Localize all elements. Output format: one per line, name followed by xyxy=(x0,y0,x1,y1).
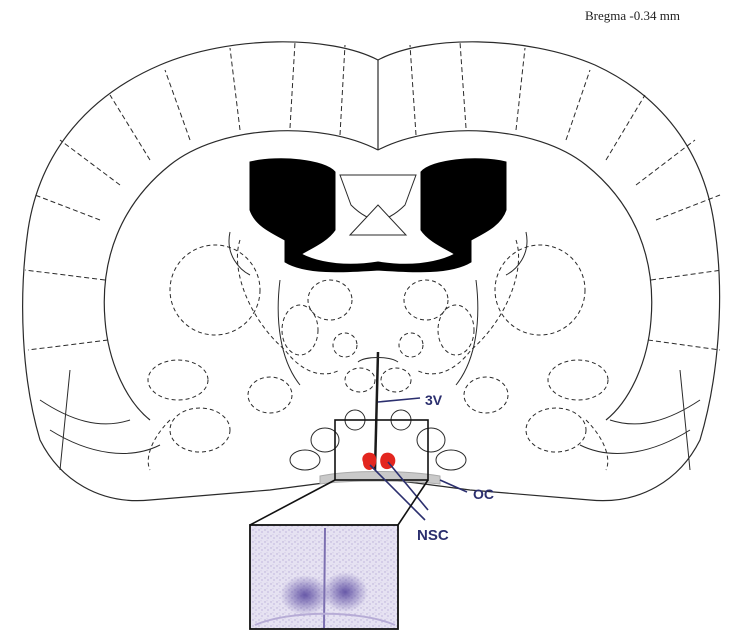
label-3v: 3V xyxy=(425,392,443,408)
optic-chiasm xyxy=(320,472,440,485)
nsc-pointers xyxy=(370,462,428,520)
septum xyxy=(340,175,416,235)
zoom-box xyxy=(335,420,428,480)
label-nsc: NSC xyxy=(417,527,449,544)
third-ventricle xyxy=(375,352,378,470)
histology-inset xyxy=(250,525,398,629)
label-oc: OC xyxy=(473,486,494,502)
3v-pointer xyxy=(378,398,420,402)
nucleus-markers xyxy=(362,453,395,470)
projection-lines xyxy=(250,480,428,525)
brain-outline xyxy=(23,42,720,501)
bregma-label: Bregma -0.34 mm xyxy=(585,8,680,24)
